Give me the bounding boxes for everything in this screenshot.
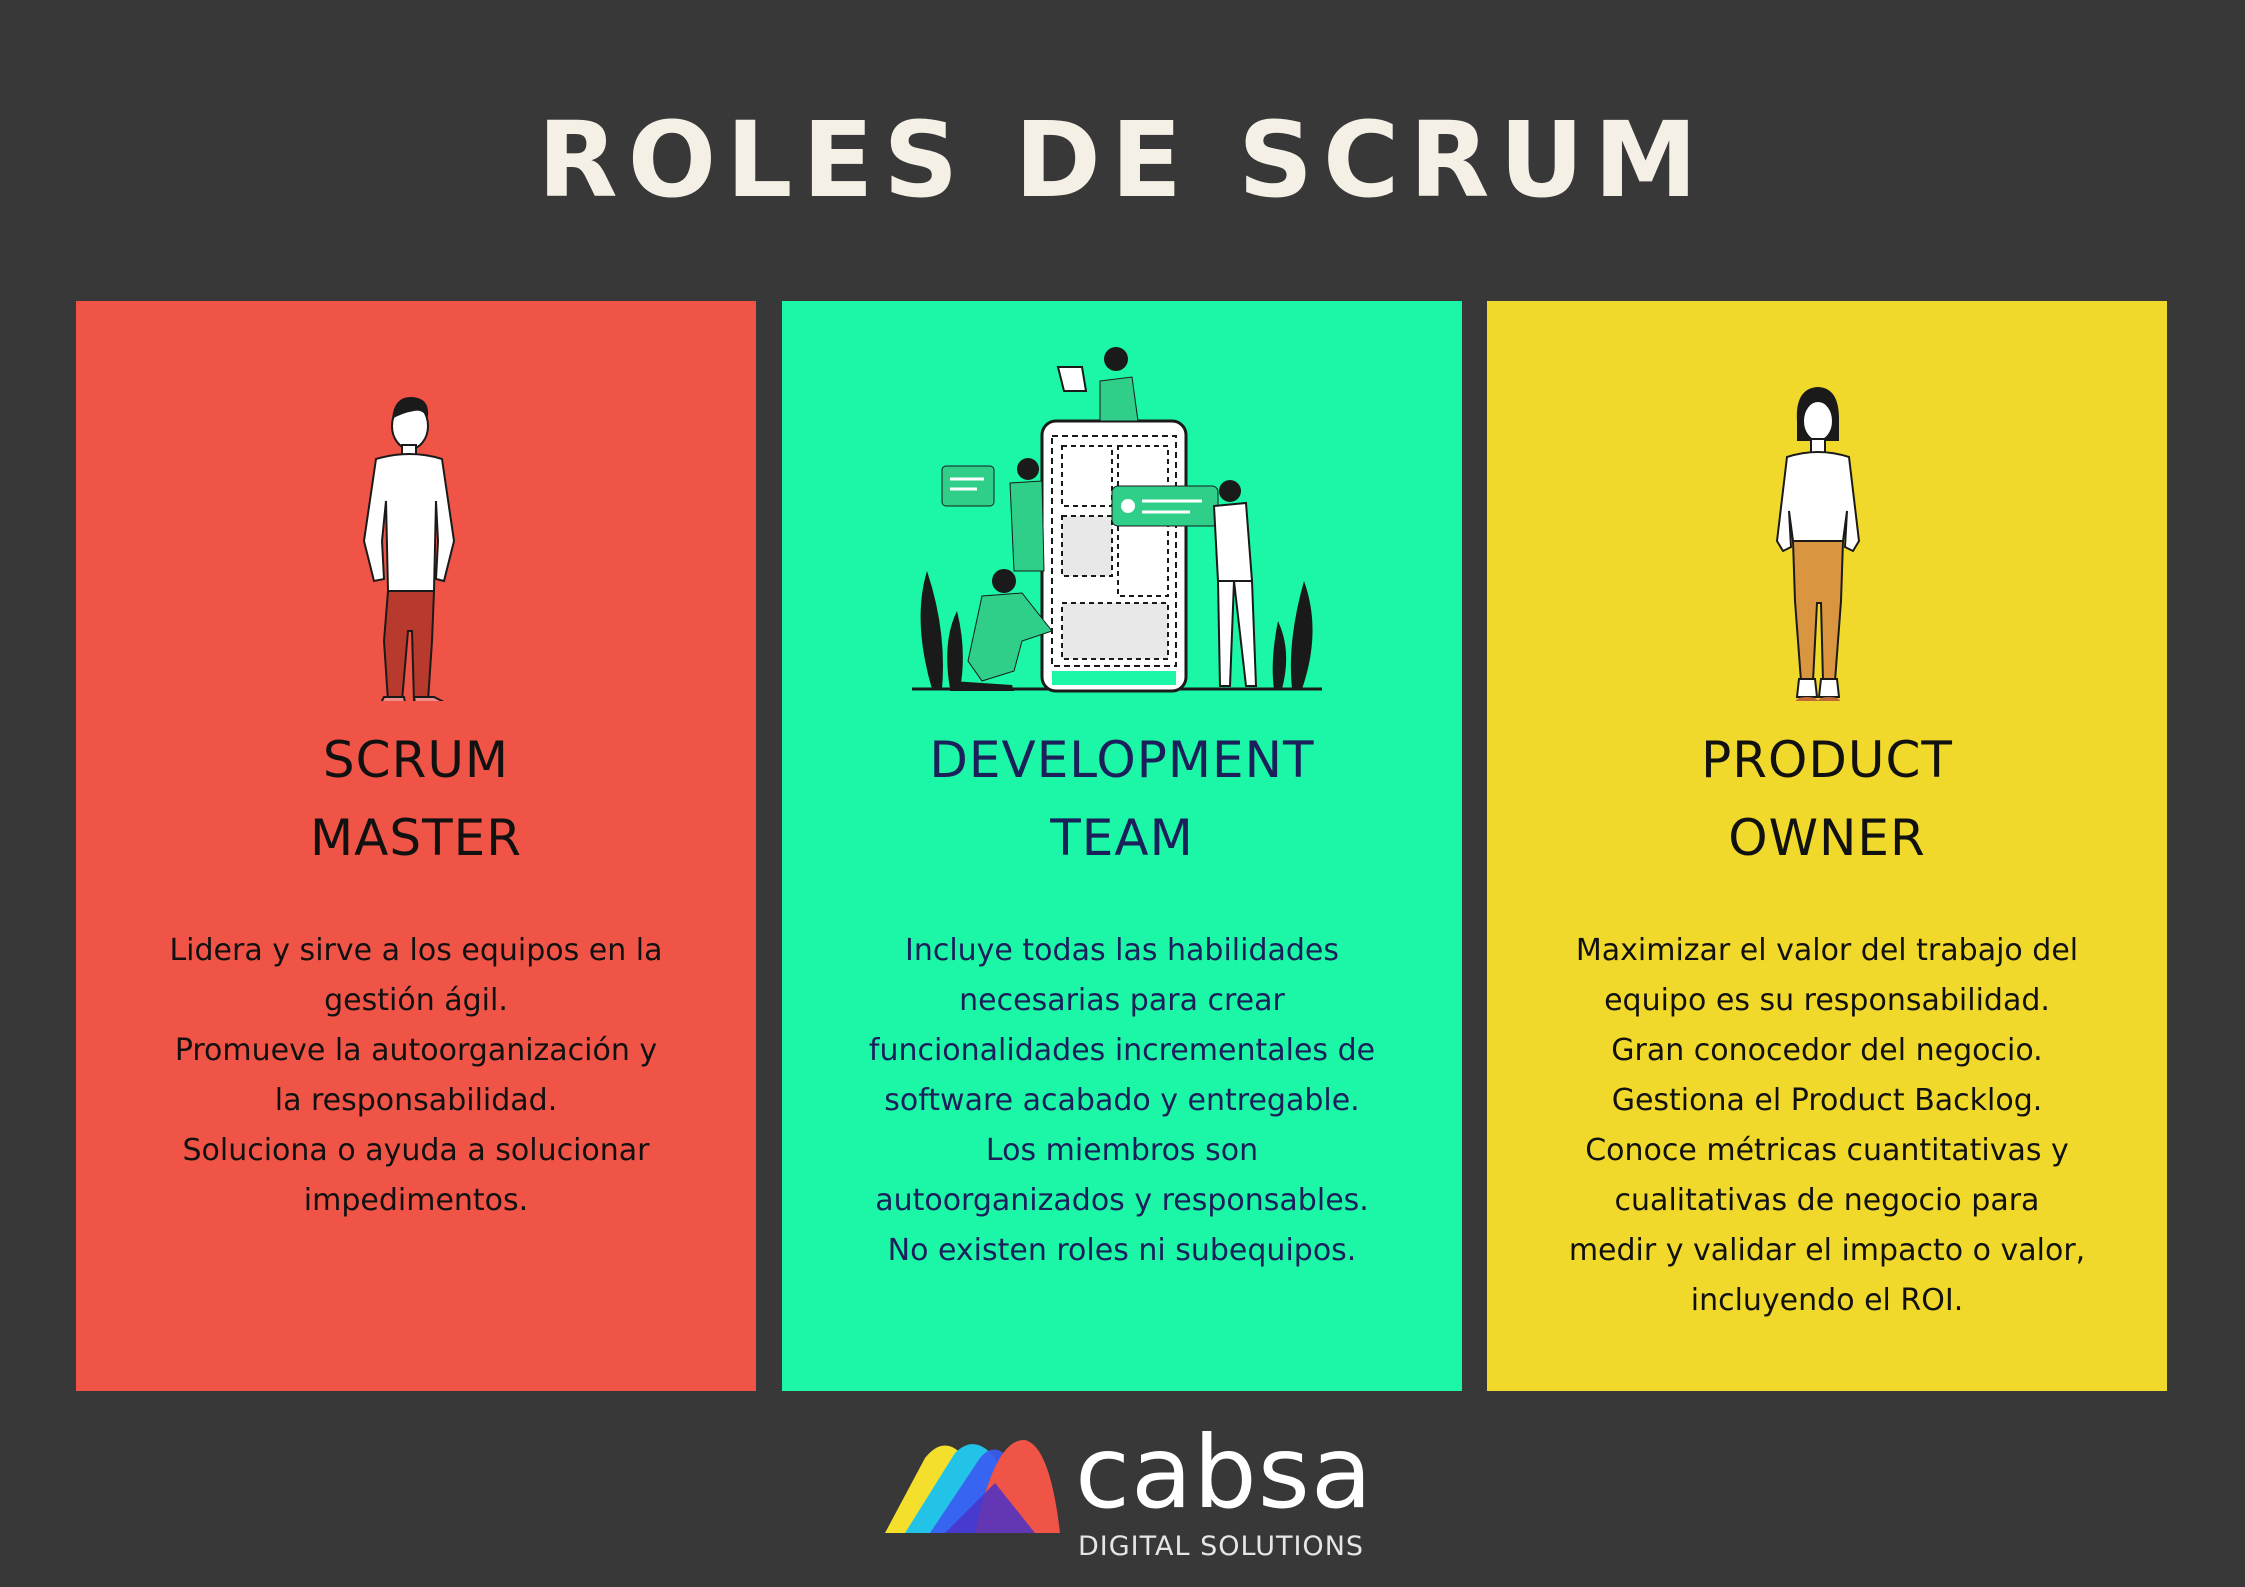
description-line: equipo es su responsabilidad. (1604, 983, 2050, 1018)
description-line: necesarias para crear (959, 983, 1285, 1018)
description-line: Incluye todas las habilidades (904, 933, 1340, 968)
role-title: DEVELOPMENT TEAM (782, 721, 1462, 877)
description-line: incluyendo el ROI. (1690, 1283, 1964, 1318)
description-line: la responsabilidad. (274, 1083, 558, 1118)
description-line: medir y validar el impacto o valor, (1568, 1233, 2086, 1268)
brand-tagline: DIGITAL SOLUTIONS (1078, 1531, 1365, 1562)
role-title-line: MASTER (310, 809, 522, 867)
description-line: Gran conocedor del negocio. (1611, 1033, 2043, 1068)
description-line: Maximizar el valor del trabajo del (1575, 933, 2079, 968)
description-line: Soluciona o ayuda a solucionar (182, 1133, 650, 1168)
description-line: cualitativas de negocio para (1614, 1183, 2040, 1218)
role-title-line: DEVELOPMENT (929, 731, 1315, 789)
description-line: Promueve la autoorganización y (174, 1033, 658, 1068)
card-scrum-master: SCRUM MASTER Lidera y sirve a los equipo… (76, 301, 756, 1391)
description-line: Lidera y sirve a los equipos en la (169, 933, 663, 968)
role-title-line: SCRUM (322, 731, 510, 789)
role-description: Lidera y sirve a los equipos en la gesti… (96, 926, 736, 1226)
brand-name: cabsa (1075, 1414, 1374, 1531)
description-line: Los miembros son (985, 1133, 1259, 1168)
description-line: gestión ágil. (324, 983, 508, 1018)
role-description: Maximizar el valor del trabajo del equip… (1507, 926, 2147, 1326)
description-line: software acabado y entregable. (884, 1083, 1360, 1118)
description-line: funcionalidades incrementales de (868, 1033, 1376, 1068)
card-development-team: DEVELOPMENT TEAM Incluye todas las habil… (782, 301, 1462, 1391)
description-line: No existen roles ni subequipos. (887, 1233, 1357, 1268)
role-title: PRODUCT OWNER (1487, 721, 2167, 877)
description-line: Conoce métricas cuantitativas y (1585, 1133, 2069, 1168)
description-line: Gestiona el Product Backlog. (1611, 1083, 2043, 1118)
description-line: impedimentos. (303, 1183, 529, 1218)
role-description: Incluye todas las habilidades necesarias… (802, 926, 1442, 1276)
team-building-app-illustration (912, 347, 1322, 693)
woman-standing-illustration (1775, 387, 1861, 701)
card-product-owner: PRODUCT OWNER Maximizar el valor del tra… (1487, 301, 2167, 1391)
role-title: SCRUM MASTER (76, 721, 756, 877)
description-line: autoorganizados y responsables. (875, 1183, 1369, 1218)
footer-logo: cabsa DIGITAL SOLUTIONS (885, 1414, 1385, 1570)
man-standing-illustration (362, 396, 456, 701)
role-title-line: PRODUCT (1701, 731, 1953, 789)
page-title: ROLES DE SCRUM (537, 99, 1708, 221)
role-title-line: OWNER (1728, 809, 1926, 867)
cabsa-logo-icon (885, 1439, 1060, 1533)
role-title-line: TEAM (1050, 809, 1194, 867)
